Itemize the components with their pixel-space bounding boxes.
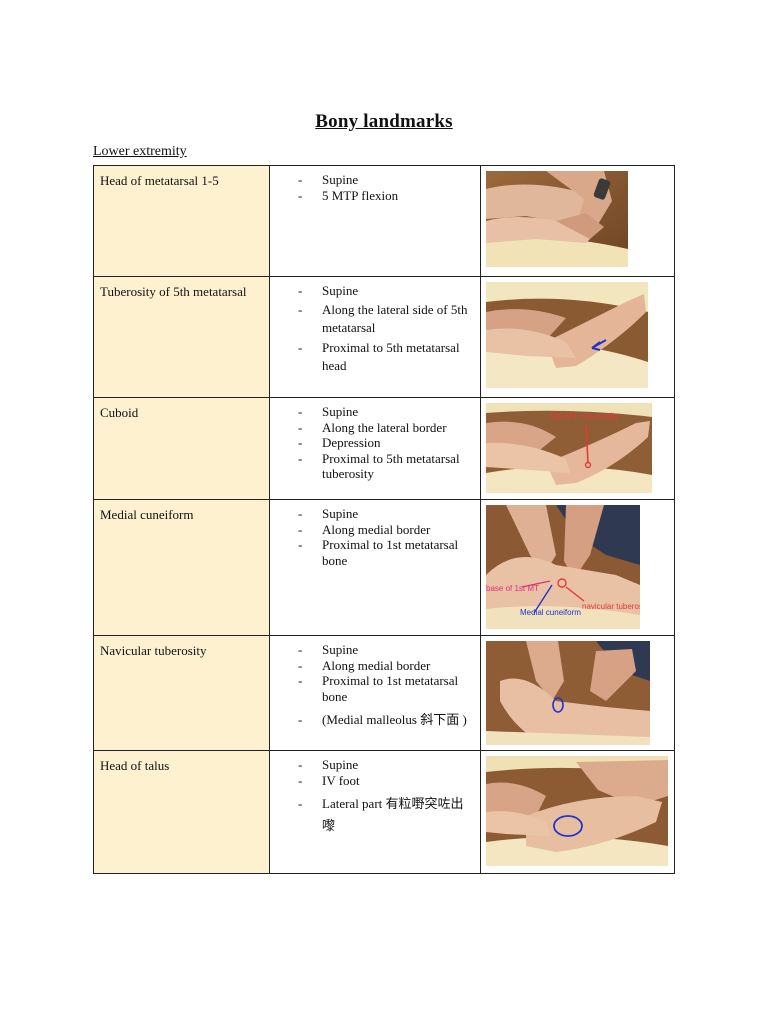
landmark-steps: Supine Along the lateral side of 5th met… [269, 276, 481, 398]
step-item: Supine [298, 506, 474, 522]
step-item: Proximal to 5th metatarsal tuberosity [298, 451, 474, 482]
landmark-steps: Supine IV foot Lateral part 有粒嘢突咗出嚟 [269, 750, 481, 874]
hands-palpating-toes-photo [486, 171, 628, 267]
medial-foot-circle-photo [486, 641, 650, 745]
annotation-label: base of 1st MT [486, 584, 539, 593]
photo-cell: 5th MT tuberosity [480, 397, 675, 500]
table-row: Head of metatarsal 1-5 Supine 5 MTP flex… [93, 165, 675, 277]
step-item: Proximal to 1st metatarsal bone [298, 537, 474, 568]
step-item: Along medial border [298, 522, 474, 538]
step-item: Depression [298, 435, 474, 451]
step-item: Along the lateral side of 5th metatarsal [298, 301, 474, 337]
step-item: Proximal to 1st metatarsal bone [298, 673, 474, 704]
photo-cell: base of 1st MT Medial cuneiform navicula… [480, 499, 675, 636]
photo-cell [480, 276, 675, 398]
table-row: Tuberosity of 5th metatarsal Supine Alon… [93, 276, 675, 398]
step-item: Supine [298, 642, 474, 658]
table-row: Medial cuneiform Supine Along medial bor… [93, 499, 675, 636]
landmark-name: Head of metatarsal 1-5 [93, 165, 270, 277]
step-item: Lateral part 有粒嘢突咗出嚟 [298, 793, 474, 837]
landmark-steps: Supine Along medial border Proximal to 1… [269, 635, 481, 751]
landmark-steps: Supine Along the lateral border Depressi… [269, 397, 481, 500]
table-row: Cuboid Supine Along the lateral border D… [93, 397, 675, 500]
lateral-foot-arrow-photo [486, 282, 648, 388]
table-row: Head of talus Supine IV foot Lateral par… [93, 750, 675, 874]
step-item: Along the lateral border [298, 420, 474, 436]
step-item: 5 MTP flexion [298, 188, 474, 204]
page-title: Bony landmarks [315, 111, 453, 132]
annotation-label: Medial cuneiform [520, 608, 581, 617]
annotation-label: 5th MT tuberosity [550, 411, 620, 421]
step-item: Supine [298, 283, 474, 299]
annotation-label: navicular tuberosity [582, 602, 640, 611]
step-item: Along medial border [298, 658, 474, 674]
photo-cell [480, 750, 675, 874]
landmark-name: Navicular tuberosity [93, 635, 270, 751]
landmark-steps: Supine 5 MTP flexion [269, 165, 481, 277]
photo-cell [480, 165, 675, 277]
step-item: IV foot [298, 773, 474, 789]
step-item: Supine [298, 172, 474, 188]
step-item: Supine [298, 757, 474, 773]
landmark-name: Tuberosity of 5th metatarsal [93, 276, 270, 398]
foot-inversion-circle-photo [486, 756, 668, 866]
landmark-name: Medial cuneiform [93, 499, 270, 636]
step-item: Proximal to 5th metatarsal head [298, 339, 474, 375]
landmark-name: Head of talus [93, 750, 270, 874]
landmark-steps: Supine Along medial border Proximal to 1… [269, 499, 481, 636]
landmarks-table: Head of metatarsal 1-5 Supine 5 MTP flex… [93, 165, 675, 874]
photo-cell [480, 635, 675, 751]
lateral-foot-annotated-photo: 5th MT tuberosity [486, 403, 652, 493]
medial-foot-annotated-photo: base of 1st MT Medial cuneiform navicula… [486, 505, 640, 629]
section-heading: Lower extremity [93, 144, 187, 159]
landmark-name: Cuboid [93, 397, 270, 500]
table-row: Navicular tuberosity Supine Along medial… [93, 635, 675, 751]
step-item: (Medial malleolus 斜下面 ) [298, 709, 474, 730]
step-item: Supine [298, 404, 474, 420]
